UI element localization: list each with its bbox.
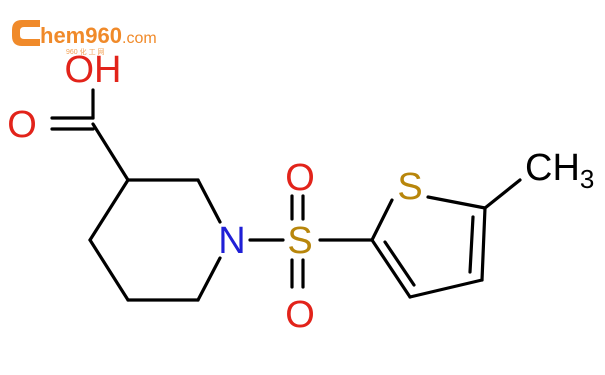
bond-c-ring [91, 122, 130, 182]
atom-nitrogen: N [218, 220, 245, 262]
watermark-brand: hem960 [40, 23, 122, 48]
bond-thiophene-c4-c3 [408, 278, 484, 299]
bond-thiophene-s1-c5 [426, 195, 487, 210]
bond-thiophene-c3-c2 [370, 238, 412, 299]
atom-thiophene-sulfur: S [397, 166, 422, 208]
bond-piperidine-5 [88, 238, 130, 302]
bonds [50, 88, 522, 302]
bond-piperidine-6 [88, 178, 130, 242]
watermark-subtitle: 960 化 工 网 [66, 47, 105, 56]
bond-piperidine-3 [196, 256, 222, 302]
atom-hydroxyl: OH [65, 49, 122, 91]
bond-thiophene-c5-c4-inner [468, 215, 475, 274]
atom-methyl: CH3 [525, 147, 594, 194]
atom-sulfonyl-sulfur: S [287, 220, 312, 262]
watermark-domain: .com [122, 30, 157, 47]
atom-methyl-subscript: 3 [580, 164, 594, 194]
watermark-c-icon [12, 20, 40, 46]
bond-thiophene-c2-s1 [370, 198, 394, 242]
atom-labels: OH O N S O O S CH3 [7, 49, 594, 336]
atom-sulfonyl-oxygen-top: O [285, 157, 315, 199]
bond-piperidine-2 [196, 178, 222, 224]
bond-thiophene-c3-c2-inner [383, 240, 416, 287]
atom-carbonyl-oxygen: O [7, 104, 37, 146]
atom-methyl-main: CH [525, 147, 580, 189]
bond-thiophene-c5-c4 [480, 206, 487, 282]
watermark-logo: hem960 .com 960 化 工 网 [12, 20, 157, 56]
atom-sulfonyl-oxygen-bottom: O [285, 294, 315, 336]
bond-methyl [483, 178, 522, 210]
